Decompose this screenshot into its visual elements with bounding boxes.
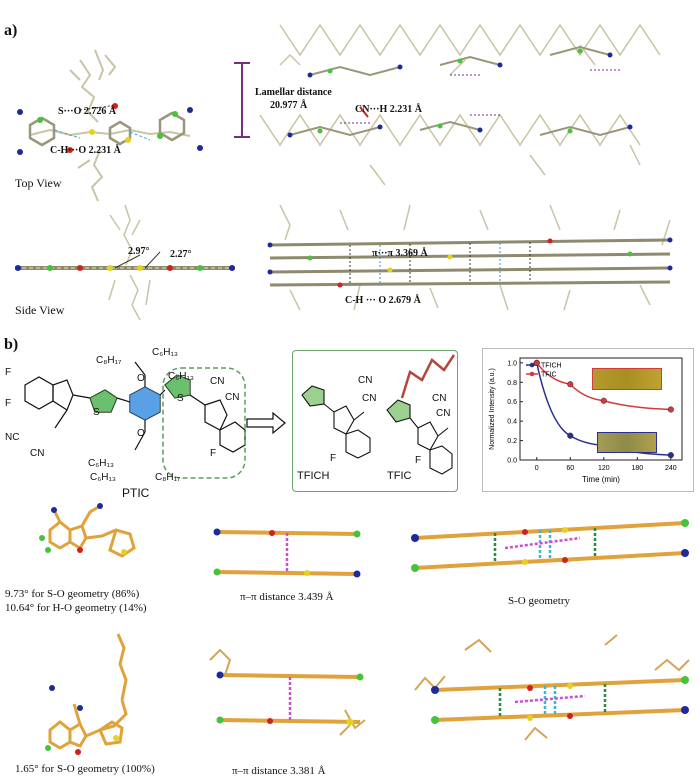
atom-o-1: O [137,373,145,384]
atom-cn-2: CN [210,376,225,387]
tfich-pipi-stack [213,528,361,578]
tfic-pipi-stack [209,648,366,736]
tfich-label: TFICH [297,470,330,482]
tfic-f: F [415,455,422,466]
film-photo-tfic [592,368,662,390]
panel-a-label: a) [4,22,18,39]
x-tick-label: 240 [665,465,677,472]
y-tick-label: 0.0 [507,458,517,465]
atom-s-2: S [177,393,184,404]
top-view-molecule [17,49,203,202]
ptic-structure [24,361,246,479]
tfich-cn-2: CN [362,393,377,404]
panel-b-label: b) [4,336,19,353]
plot-area [519,357,683,461]
ptic-label: PTIC [122,486,150,500]
pi-pi-label: π···π 3.369 Å [372,248,428,259]
top-view-label: Top View [15,176,62,190]
point-tfic [533,359,540,366]
side-view-label: Side View [15,303,65,317]
y-tick-label: 0.6 [507,399,517,406]
atom-o-2: O [137,428,145,439]
x-tick-label: 0 [535,465,539,472]
y-tick-label: 1.0 [507,360,517,367]
c6h13-label-b: C₆H₁₃ [168,371,194,382]
film-photo-tfich [597,432,657,453]
x-axis-label: Time (min) [582,475,620,484]
legend-marker-tfich [529,362,535,368]
y-tick-label: 0.4 [507,419,517,426]
tfic-label: TFIC [387,470,412,482]
atom-cn-3: CN [225,392,240,403]
y-tick-label: 0.2 [507,438,517,445]
atom-f-2: F [5,398,12,409]
c6h13-label-a: C₆H₁₃ [152,347,178,358]
point-tfic [600,397,607,404]
tfich-tfic-box [292,350,458,492]
tfic-pipi-caption: π–π distance 3.381 Å [232,765,326,777]
legend-label-tfich: TFICH [541,363,562,370]
angle2-label: 2.27° [170,249,192,260]
x-tick-label: 120 [598,465,610,472]
x-tick-label: 180 [631,465,643,472]
y-tick-label: 0.8 [507,380,517,387]
tfich-pipi-caption: π–π distance 3.439 Å [240,591,334,603]
atom-nc: NC [5,432,20,443]
tfich-cn-1: CN [358,375,373,386]
intensity-chart-frame [482,348,694,492]
x-tick-label: 60 [566,465,574,472]
tfic-so-geometry [414,634,690,741]
series-line-tfic [536,362,671,411]
tfich-so-geometry [411,519,689,572]
tfich-tfic-structures [301,354,456,475]
lamellar-title: Lamellar distance [255,87,332,98]
transform-arrow-icon [246,411,286,435]
so-contact-label: S···O 2.726 Å [58,106,117,117]
angle1-label: 2.97° [128,246,150,257]
y-axis-label: Normalized Intensity (a.u.) [489,368,496,450]
legend-marker-tfic [529,371,535,377]
tfic-cn-2: CN [436,408,451,419]
c6h13-label-c: C₆H₁₃ [88,458,114,469]
point-tfich [667,452,674,459]
cn-h-label: CN···H 2.231 Å [355,104,422,115]
point-tfic [567,381,574,388]
ch-o-top-label: C-H···O 2.231 Å [50,145,121,156]
legend-label-tfic: TFIC [541,372,557,379]
tfic-cn-1: CN [432,393,447,404]
atom-cn-1: CN [30,448,45,459]
side-view-molecule [15,204,235,321]
tfic-caption: 1.65° for S-O geometry (100%) [15,763,155,775]
lamellar-value: 20.977 Å [270,100,308,111]
atom-s-1: S [93,407,100,418]
c8h17-label-a: C₈H₁₇ [96,355,122,366]
atom-f-3: F [210,448,217,459]
tfich-f: F [330,453,337,464]
tfich-so-caption: S-O geometry [508,595,571,607]
side-packing [267,204,673,311]
tfich-caption-1: 9.73° for S-O geometry (86%) [5,588,140,600]
tfich-geometry-molecule [39,503,136,558]
atom-f-1: F [5,367,12,378]
lamellar-packing [234,23,661,186]
c8h17-label-b: C₈H₁₇ [155,472,181,483]
point-tfic [667,406,674,413]
ch-o-side-label: C-H ··· O 2.679 Å [345,295,421,306]
tfic-geometry-molecule [45,633,128,755]
point-tfich [567,432,574,439]
tfich-caption-2: 10.64° for H-O geometry (14%) [5,602,147,614]
c6h13-label-d: C₆H₁₃ [90,472,116,483]
